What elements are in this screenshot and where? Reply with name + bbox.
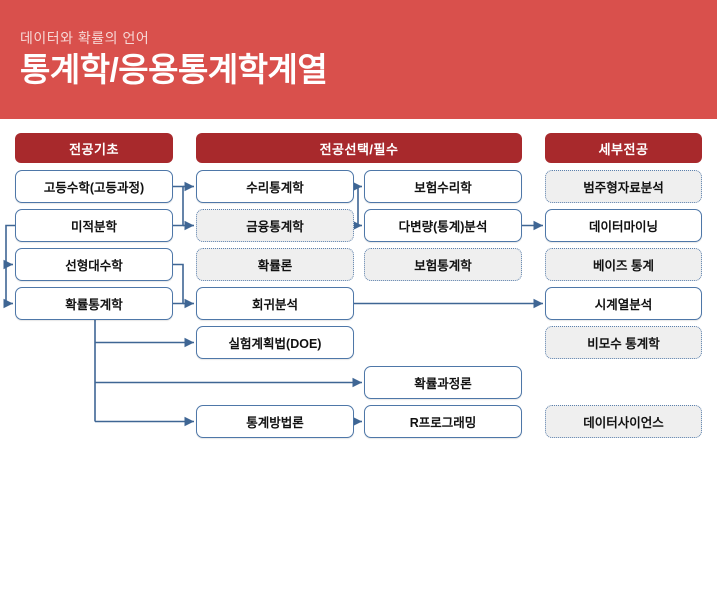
course-label: 시계열분석 [594, 298, 653, 312]
page-banner: 데이터와 확률의 언어 통계학/응용통계학계열 [0, 0, 717, 119]
course-label: 미적분학 [70, 220, 117, 234]
column-header-label: 세부전공 [598, 141, 649, 157]
column-header-major-select: 전공선택/필수 [196, 133, 522, 163]
course-box-linear-algebra[interactable]: 선형대수학 [15, 248, 173, 281]
course-box-high-school-math[interactable]: 고등수학(고등과정) [15, 170, 173, 203]
course-label: 범주형자료분석 [583, 181, 664, 195]
course-label: 수리통계학 [246, 181, 304, 195]
course-label: 통계방법론 [246, 416, 304, 430]
course-label: 선형대수학 [65, 259, 123, 273]
course-label: 비모수 통계학 [587, 337, 660, 351]
course-label: 고등수학(고등과정) [43, 181, 145, 195]
course-box-bayesian-stats[interactable]: 베이즈 통계 [545, 248, 702, 281]
course-box-actuarial-stats[interactable]: 보험통계학 [364, 248, 522, 281]
course-label: R프로그래밍 [409, 416, 477, 430]
page-title: 통계학/응용통계학계열 [20, 51, 328, 88]
course-box-stat-methodology[interactable]: 통계방법론 [196, 405, 354, 438]
course-label: 다변량(통계)분석 [398, 220, 488, 234]
course-box-data-science[interactable]: 데이터사이언스 [545, 405, 702, 438]
course-box-doe[interactable]: 실험계획법(DOE) [196, 326, 354, 359]
course-label: 보험통계학 [414, 259, 472, 273]
course-box-regression[interactable]: 회귀분석 [196, 287, 354, 320]
course-box-r-programming[interactable]: R프로그래밍 [364, 405, 522, 438]
course-label: 데이터사이언스 [583, 416, 664, 430]
course-box-prob-statistics[interactable]: 확률통계학 [15, 287, 173, 320]
banner-subtitle: 데이터와 확률의 언어 [20, 30, 150, 46]
course-box-multivariate[interactable]: 다변량(통계)분석 [364, 209, 522, 242]
course-label: 실험계획법(DOE) [228, 337, 322, 351]
column-header-label: 전공기초 [69, 141, 119, 157]
course-box-calculus[interactable]: 미적분학 [15, 209, 173, 242]
course-label: 확률통계학 [65, 298, 123, 312]
course-label: 보험수리학 [414, 181, 472, 195]
course-box-math-statistics[interactable]: 수리통계학 [196, 170, 354, 203]
column-header-major-detail: 세부전공 [545, 133, 702, 163]
column-header-major-basic: 전공기초 [15, 133, 173, 163]
column-header-label: 전공선택/필수 [319, 141, 399, 157]
course-label: 회귀분석 [251, 298, 298, 312]
course-label: 금융통계학 [246, 220, 304, 234]
course-box-probability-theory[interactable]: 확률론 [196, 248, 354, 281]
course-label: 데이터마이닝 [588, 220, 658, 234]
course-box-financial-stats[interactable]: 금융통계학 [196, 209, 354, 242]
course-box-actuarial-math[interactable]: 보험수리학 [364, 170, 522, 203]
course-box-categorical-data[interactable]: 범주형자료분석 [545, 170, 702, 203]
course-box-stochastic-process[interactable]: 확률과정론 [364, 366, 522, 399]
course-label: 확률론 [257, 259, 293, 273]
course-box-data-mining[interactable]: 데이터마이닝 [545, 209, 702, 242]
course-label: 확률과정론 [414, 377, 472, 391]
course-box-nonparametric[interactable]: 비모수 통계학 [545, 326, 702, 359]
course-box-time-series[interactable]: 시계열분석 [545, 287, 702, 320]
course-label: 베이즈 통계 [593, 259, 654, 273]
